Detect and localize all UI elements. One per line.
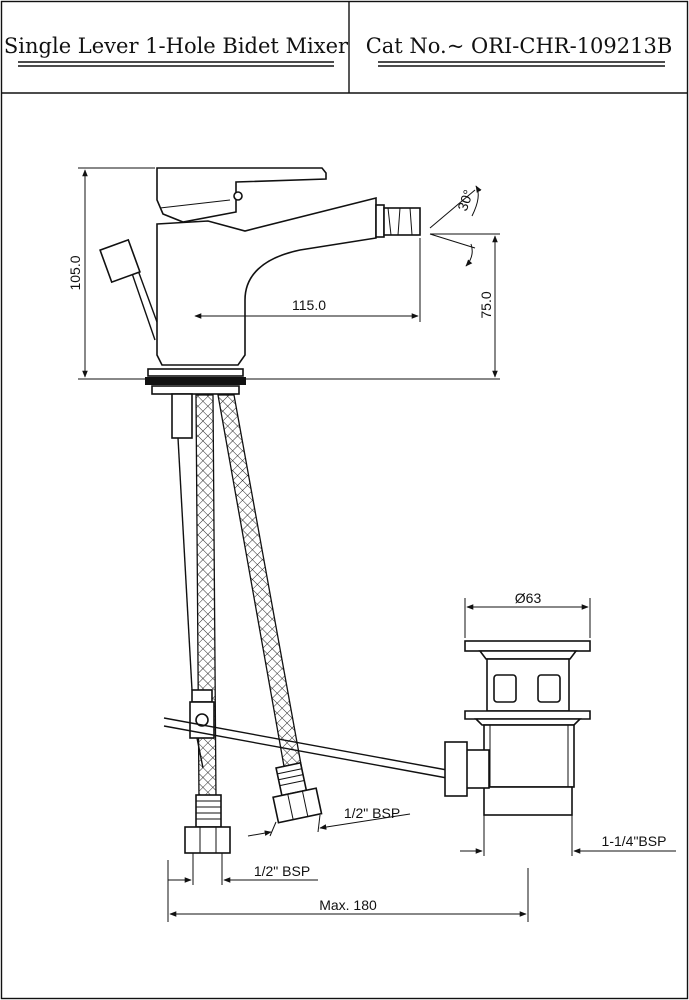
dimension-spray-angle: 30°	[429, 185, 482, 267]
waste-diameter-label: Ø63	[515, 590, 542, 606]
dimension-hose-thread-left: 1/2" BSP	[168, 853, 318, 885]
dimension-spout-height: 75.0	[246, 233, 500, 380]
title-block: Single Lever 1-Hole Bidet Mixer Cat No.~…	[4, 34, 673, 67]
dimension-spout-reach: 115.0	[194, 238, 421, 322]
max-spread-label: Max. 180	[319, 897, 377, 913]
product-name: Single Lever 1-Hole Bidet Mixer	[4, 34, 349, 58]
dimension-max-spread: Max. 180	[167, 860, 529, 922]
hose-thread-left-label: 1/2" BSP	[254, 863, 310, 879]
hose-thread-right-label: 1/2" BSP	[344, 805, 400, 821]
dimension-waste-thread: 1-1/4"BSP	[460, 815, 676, 856]
catalogue-number: Cat No.~ ORI-CHR-109213B	[366, 34, 673, 58]
spray-angle-label: 30°	[454, 188, 476, 213]
dimension-hose-thread-right: 1/2" BSP	[247, 805, 411, 837]
pop-up-waste	[444, 640, 591, 816]
spout-height-label: 75.0	[478, 291, 494, 318]
supply-hoses	[163, 393, 448, 854]
dimension-total-height: 105.0	[67, 167, 155, 380]
dimension-waste-diameter: Ø63	[464, 590, 591, 638]
spout-reach-label: 115.0	[292, 297, 326, 313]
mixer-body	[99, 167, 421, 395]
waste-thread-label: 1-1/4"BSP	[602, 833, 667, 849]
total-height-label: 105.0	[67, 255, 83, 290]
